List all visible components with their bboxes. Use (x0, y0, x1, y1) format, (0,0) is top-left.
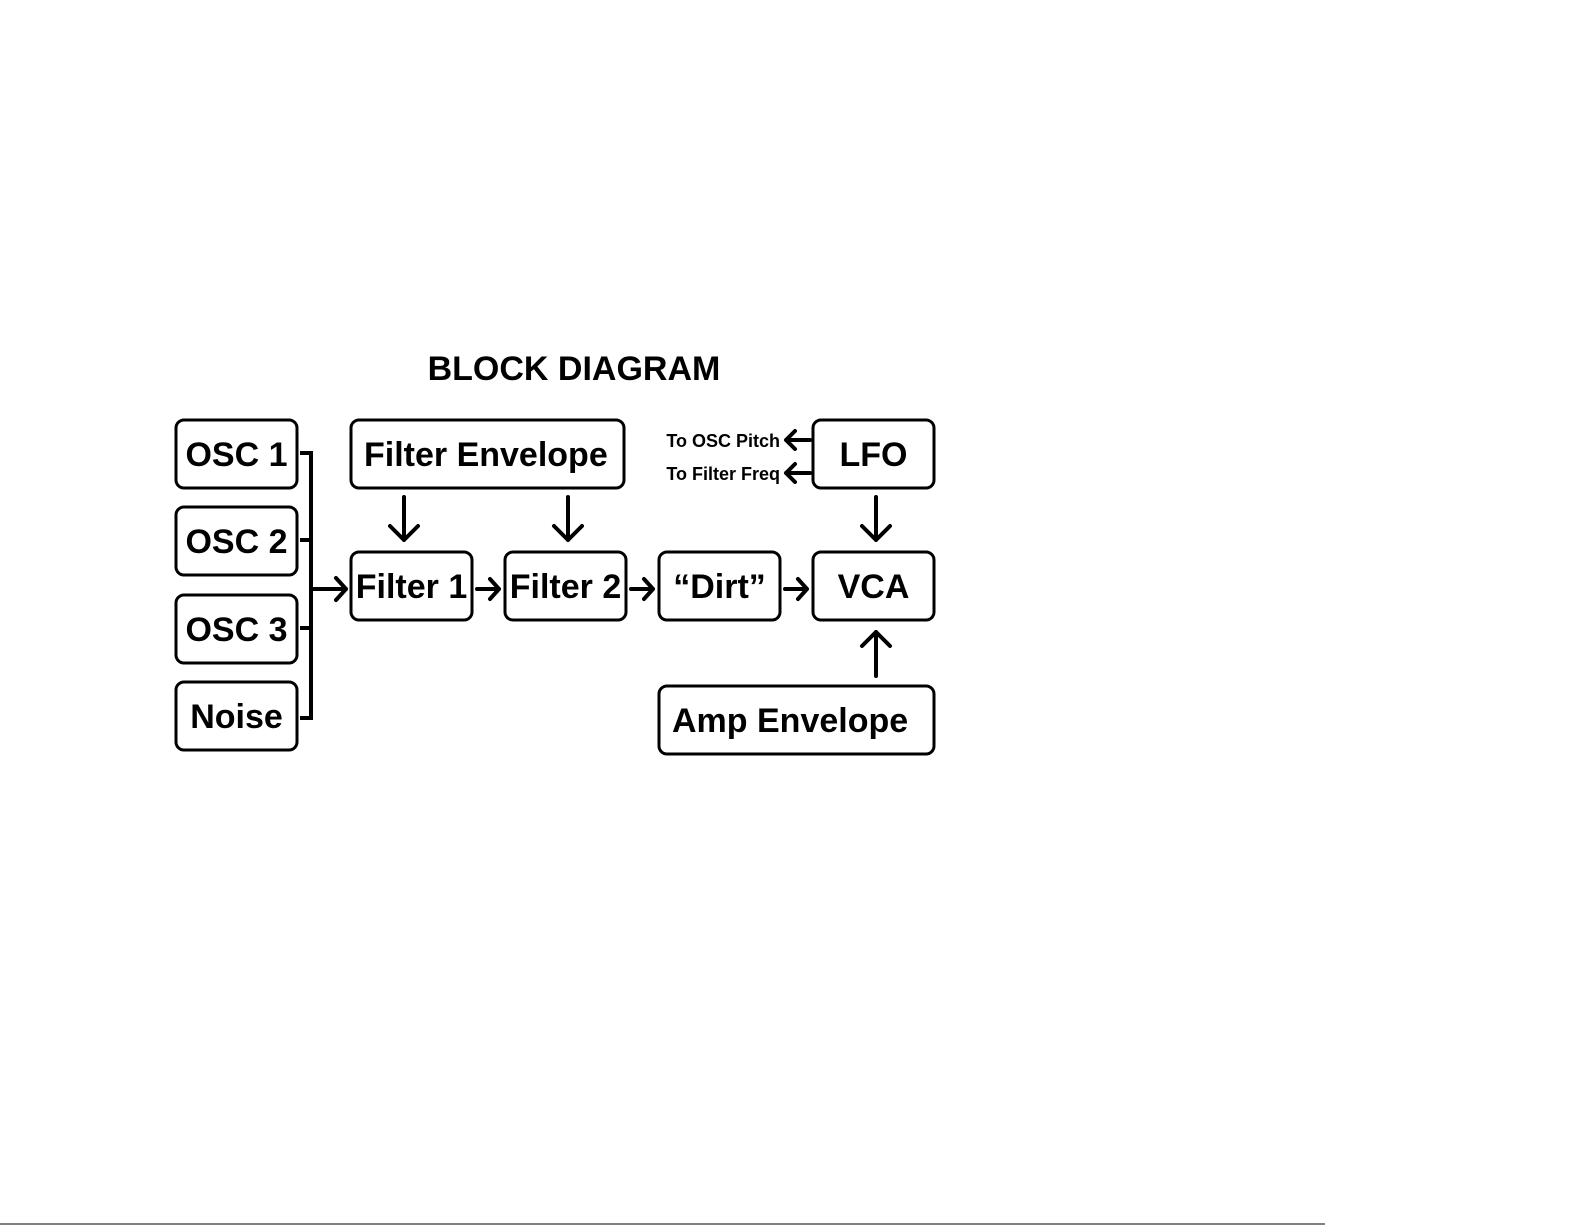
filter-envelope-to-filter2-arrow (554, 497, 582, 540)
osc2-block: OSC 2 (176, 507, 297, 575)
vca-label: VCA (838, 568, 910, 606)
osc1-label: OSC 1 (185, 436, 287, 474)
to-osc-pitch-label: To OSC Pitch (666, 431, 780, 451)
filter2-label: Filter 2 (510, 568, 621, 606)
filter-envelope-label: Filter Envelope (364, 436, 608, 474)
filter1-block: Filter 1 (351, 552, 472, 620)
filter2-to-dirt-arrow (631, 579, 653, 599)
dirt-label: “Dirt” (673, 568, 766, 606)
filter2-block: Filter 2 (505, 552, 626, 620)
filter1-label: Filter 1 (356, 568, 467, 606)
filter-envelope-block: Filter Envelope (351, 420, 624, 488)
filter-envelope-to-filter1-arrow (390, 497, 418, 540)
lfo-label: LFO (840, 436, 908, 474)
lfo-to-osc-pitch-arrow (786, 431, 810, 449)
amp-envelope-label: Amp Envelope (672, 702, 908, 740)
to-filter-freq-label: To Filter Freq (666, 464, 780, 484)
lfo-to-vca-arrow (862, 497, 890, 540)
osc3-block: OSC 3 (176, 595, 297, 663)
lfo-block: LFO (813, 420, 934, 488)
vca-block: VCA (813, 552, 934, 620)
diagram-title: BLOCK DIAGRAM (428, 350, 721, 388)
source-mix-bus (302, 453, 311, 718)
amp-envelope-block: Amp Envelope (659, 686, 934, 754)
noise-block: Noise (176, 682, 297, 750)
lfo-to-filter-freq-arrow (786, 464, 810, 482)
bus-to-filter1-arrow (311, 578, 346, 600)
dirt-block: “Dirt” (659, 552, 780, 620)
amp-envelope-to-vca-arrow (862, 632, 890, 676)
noise-label: Noise (190, 698, 283, 736)
osc3-label: OSC 3 (185, 611, 287, 649)
osc2-label: OSC 2 (185, 523, 287, 561)
osc1-block: OSC 1 (176, 420, 297, 488)
dirt-to-vca-arrow (785, 579, 807, 599)
filter1-to-filter2-arrow (477, 579, 499, 599)
